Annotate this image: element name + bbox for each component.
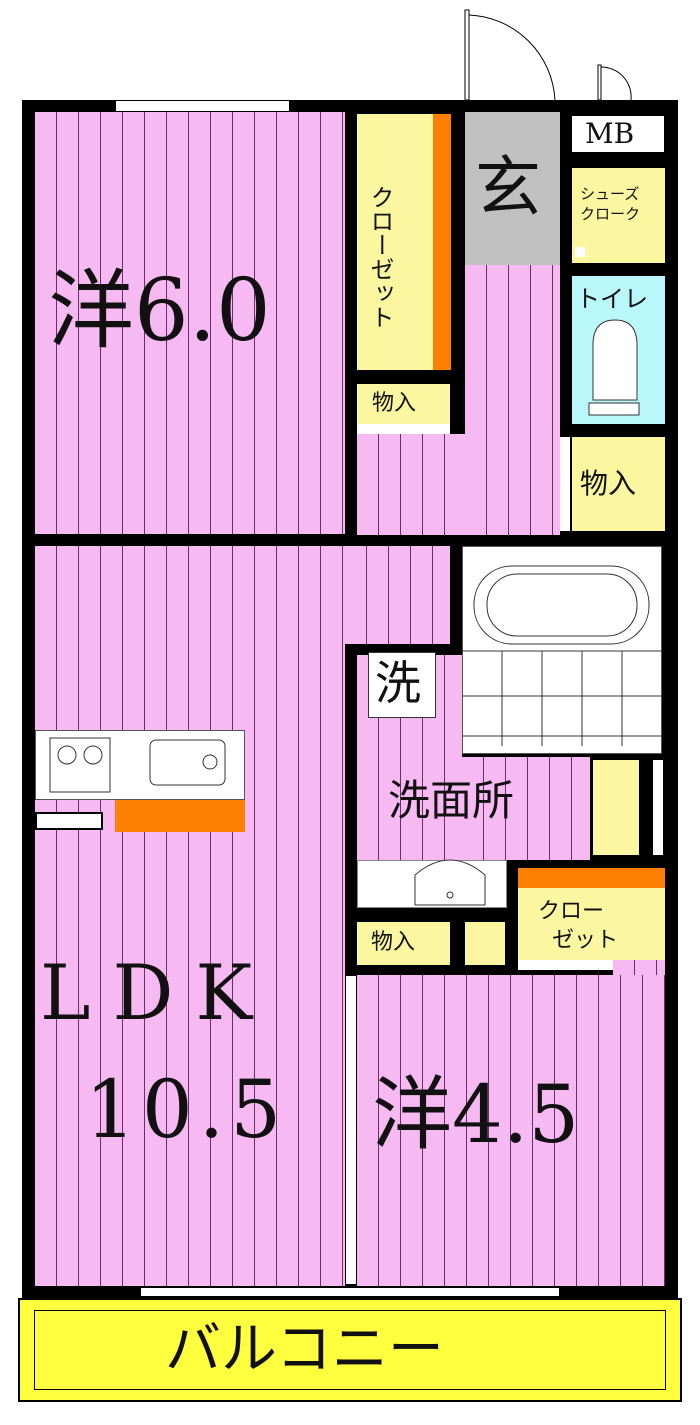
room-western-6 — [35, 112, 345, 534]
entrance-door-swing — [464, 9, 632, 101]
toilet-label: トイレ — [576, 285, 648, 313]
hallway-ext — [357, 434, 465, 535]
window — [115, 100, 290, 112]
western2-label: 洋4.5 — [372, 1075, 579, 1155]
ldk-hall — [345, 546, 450, 644]
pipe-shaft — [575, 247, 585, 257]
room-type: 洋 — [372, 1068, 452, 1161]
storage-3 — [357, 922, 450, 965]
sink-icon — [414, 859, 486, 906]
closet-2-rod — [518, 868, 665, 888]
room-ldk — [35, 546, 345, 1286]
sliding-partition — [345, 975, 357, 1285]
kitchen-cabinet — [115, 800, 245, 832]
washing-machine-pan — [368, 652, 436, 718]
wall-gap — [653, 760, 663, 855]
washroom-shelf — [593, 760, 639, 855]
storage1-label: 物入 — [372, 391, 417, 416]
room-western-4-5 — [357, 975, 665, 1286]
storage-2 — [572, 437, 665, 531]
closet-1-rod — [433, 114, 451, 370]
ldk-label: LDK — [40, 948, 275, 1037]
room-size: 6.0 — [134, 261, 271, 361]
bathroom — [462, 546, 662, 754]
balcony-label: バルコニー — [165, 1317, 444, 1382]
closet-1 — [357, 114, 433, 370]
toilet-icon — [588, 319, 640, 416]
entrance-label: 玄 — [475, 149, 541, 226]
balcony — [18, 1298, 682, 1402]
washroom-ext — [462, 757, 590, 860]
hallway — [465, 265, 560, 535]
storage2-door — [560, 437, 570, 531]
shoe-cloak-line1: シューズ — [580, 185, 640, 203]
kitchen-slot — [35, 812, 103, 830]
shoe-cloak-label: シューズクローク — [580, 185, 640, 224]
shoe-cloak-line2: クローク — [580, 204, 641, 223]
shoe-cloak — [572, 168, 665, 263]
mb-label: MB — [585, 117, 635, 150]
washroom-label: 洗面所 — [388, 776, 515, 825]
storage-door — [357, 424, 450, 434]
closet2-line2: ゼット — [552, 927, 619, 953]
closet2-label: クローゼット — [538, 898, 618, 955]
stove-sink-icon — [49, 737, 226, 793]
meter-box — [572, 116, 664, 152]
balcony-window — [140, 1287, 560, 1297]
room-w2-ext — [613, 960, 665, 975]
bathtub-icon — [462, 565, 662, 746]
closet2-door — [518, 960, 613, 970]
entrance — [465, 112, 560, 265]
storage-1 — [357, 384, 450, 424]
storage3-label: 物入 — [371, 930, 416, 955]
room-size: 4.5 — [452, 1068, 580, 1161]
storage2-label: 物入 — [580, 467, 637, 500]
closet2-line1: クロー — [538, 899, 605, 924]
storage-small — [465, 922, 505, 965]
laundry-label: 洗 — [375, 656, 421, 710]
western1-label: 洋6.0 — [48, 268, 271, 354]
balcony-inner — [34, 1310, 666, 1390]
room-type: 洋 — [48, 261, 134, 361]
closet1-label: クローゼット — [366, 185, 394, 329]
ldk-size: 10.5 — [85, 1063, 288, 1156]
